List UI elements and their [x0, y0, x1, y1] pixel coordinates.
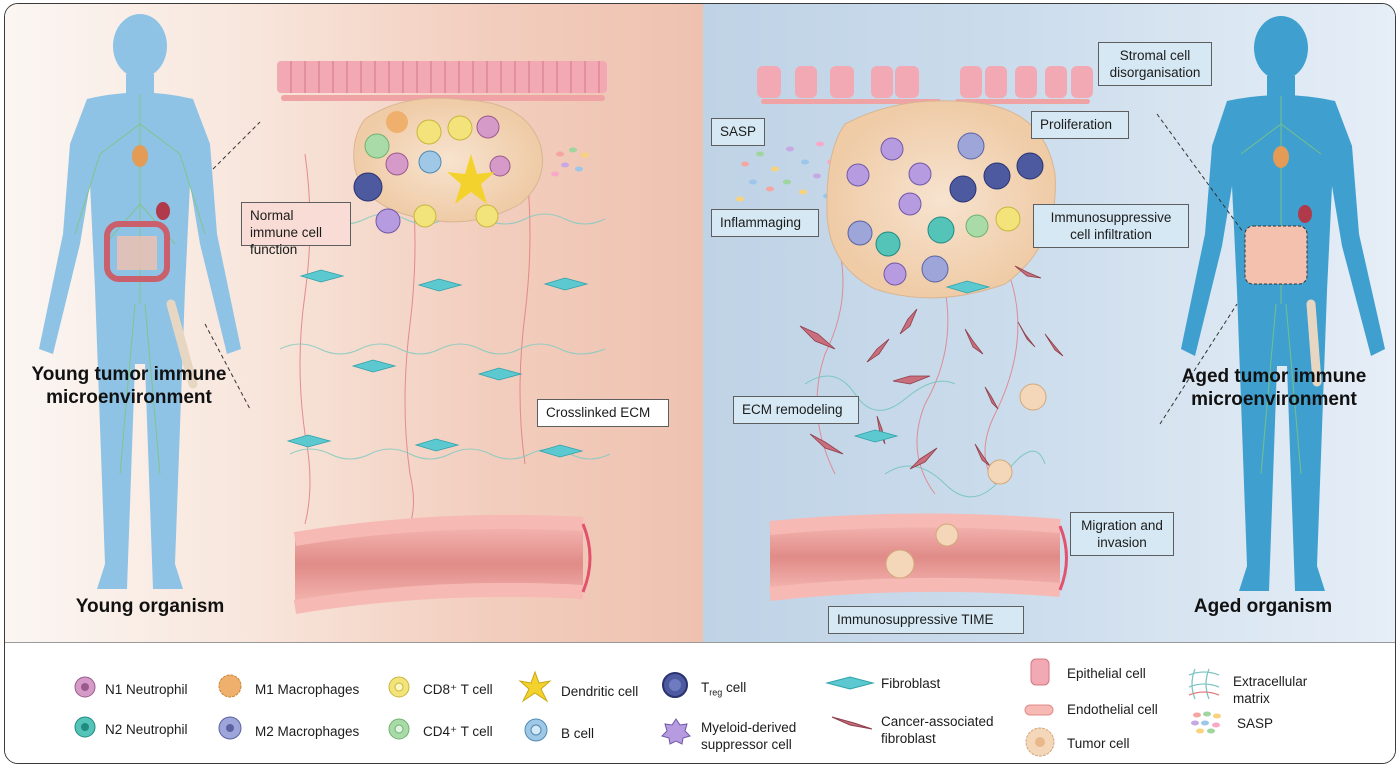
callout-crosslinked-ecm: Crosslinked ECM [537, 399, 669, 427]
epithelial-cell-icon [1030, 658, 1050, 686]
callout-proliferation: Proliferation [1031, 111, 1129, 139]
cd4-t-cell-icon [388, 718, 410, 740]
b-cell-icon [524, 718, 548, 742]
extracellular-matrix-icon [1188, 668, 1220, 700]
young-blood-vessel [293, 514, 592, 614]
endothelial-cell-icon [1024, 704, 1054, 716]
legend-dendritic-cell: Dendritic cell [561, 684, 639, 699]
treg-cell-icon [662, 672, 688, 698]
legend-endothelial-cell: Endothelial cell [1067, 702, 1158, 717]
figure-frame: Young tumor immune microenvironment Youn… [4, 3, 1396, 764]
callout-stromal: Stromal cell disorganisation [1098, 42, 1212, 86]
m2-macrophage-icon [218, 716, 242, 740]
young-title: Young tumor immune microenvironment [9, 363, 249, 409]
aged-tumor-cluster [826, 100, 1056, 299]
ecm-line1: Extracellular [1233, 674, 1308, 689]
legend-n1-neutrophil: N1 Neutrophil [105, 682, 188, 697]
tumor-cell-icon [1025, 727, 1055, 757]
aged-organism-label: Aged organism [1193, 596, 1333, 617]
legend-mdsc: Myeloid-derived suppressor cell [701, 719, 796, 753]
legend-cd8-t-cell: CD8⁺ T cell [423, 682, 493, 697]
mdsc-icon [661, 718, 691, 745]
treg-prefix: T [701, 680, 710, 695]
callout-ecm-remodeling: ECM remodeling [733, 396, 859, 424]
legend-treg-cell: Treg cell [701, 679, 746, 702]
n2-neutrophil-icon [74, 716, 96, 738]
cd8-t-cell-icon [388, 676, 410, 698]
legend-sasp: SASP [1237, 716, 1274, 731]
young-epithelium [277, 61, 607, 101]
callout-immunosuppressive-time: Immunosuppressive TIME [828, 606, 1024, 634]
legend-epithelial-cell: Epithelial cell [1067, 666, 1146, 681]
legend-tumor-cell: Tumor cell [1067, 736, 1130, 751]
illustration [39, 14, 1385, 614]
caf-icon [831, 716, 873, 730]
callout-sasp: SASP [711, 118, 765, 146]
legend-caf: Cancer-associated fibroblast [881, 713, 994, 747]
callout-immunosuppressive-infiltration: Immunosuppressive cell infiltration [1033, 204, 1189, 248]
young-title-line1: Young tumor immune [31, 364, 227, 385]
young-tumor-cluster [353, 97, 543, 234]
caf-line2: fibroblast [881, 731, 936, 746]
aged-body-silhouette [1181, 16, 1385, 591]
legend: N1 Neutrophil N2 Neutrophil M1 Macrophag… [5, 642, 1395, 763]
fibroblast-icon [825, 676, 875, 690]
dendritic-cell-icon [518, 670, 552, 703]
mdsc-line2: suppressor cell [701, 737, 792, 752]
young-fibroblasts [286, 269, 589, 458]
aged-title-line2: microenvironment [1191, 389, 1357, 410]
legend-cd4-t-cell: CD4⁺ T cell [423, 724, 493, 739]
aged-title-line1: Aged tumor immune [1181, 366, 1367, 387]
young-title-line2: microenvironment [46, 387, 212, 408]
aged-blood-vessel [769, 513, 1068, 601]
legend-fibroblast: Fibroblast [881, 676, 941, 691]
legend-b-cell: B cell [561, 726, 595, 741]
callout-migration: Migration and invasion [1070, 512, 1174, 556]
aged-epithelium [757, 66, 1093, 104]
treg-sub: reg [709, 687, 723, 698]
young-body-silhouette [39, 14, 241, 589]
m1-macrophage-icon [218, 674, 242, 698]
caf-line1: Cancer-associated [881, 714, 994, 729]
legend-extracellular-matrix: Extracellular matrix [1233, 673, 1307, 707]
aged-title: Aged tumor immune microenvironment [1160, 365, 1388, 411]
young-organism-label: Young organism [75, 596, 225, 617]
aged-cafs [799, 265, 1064, 470]
legend-m2-macrophages: M2 Macrophages [255, 724, 360, 739]
ecm-line2: matrix [1233, 691, 1270, 706]
callout-inflammaging: Inflammaging [711, 209, 819, 237]
treg-suffix: cell [722, 680, 747, 695]
legend-m1-macrophages: M1 Macrophages [255, 682, 360, 697]
sasp-icon [1191, 711, 1221, 734]
mdsc-line1: Myeloid-derived [701, 720, 797, 735]
callout-normal-immune: Normal immune cell function [241, 202, 351, 257]
n1-neutrophil-icon [74, 676, 96, 698]
aged-sasp-cloud [736, 141, 835, 202]
legend-n2-neutrophil: N2 Neutrophil [105, 722, 188, 737]
